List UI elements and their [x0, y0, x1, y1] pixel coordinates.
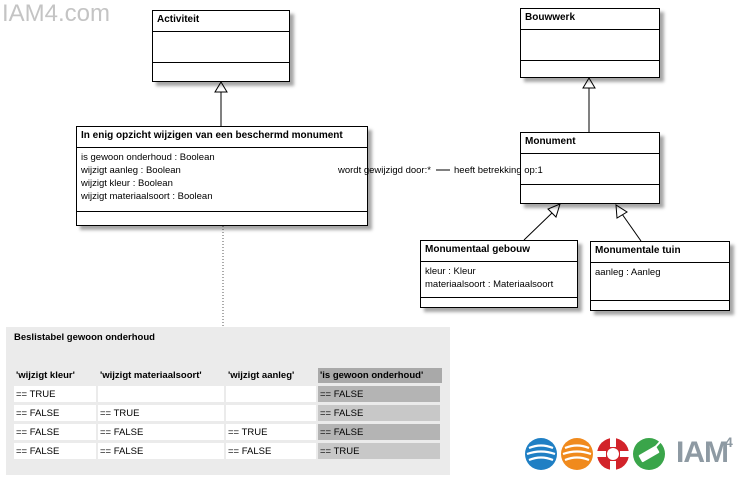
class-bouwwerk-attributes: [521, 30, 659, 61]
table-cell: == TRUE: [14, 386, 98, 402]
attribute: kleur : Kleur: [425, 266, 476, 277]
generalization-arrowhead: [214, 81, 228, 93]
table-row: == FALSE == FALSE == FALSE == TRUE: [14, 443, 442, 459]
generalization-arrowhead: [582, 77, 596, 89]
generalization-tuin-monument: [621, 213, 642, 242]
class-monument-attributes: [521, 154, 659, 185]
watermark: IAM4.com: [2, 0, 111, 27]
attribute: wijzigt materiaalsoort : Boolean: [81, 191, 213, 202]
class-activiteit-attributes: [153, 32, 289, 63]
green-satellite-icon: [633, 438, 665, 470]
table-cell: [226, 386, 318, 402]
table-cell-result: == TRUE: [318, 443, 442, 459]
class-activiteit-name: Activiteit: [153, 11, 289, 32]
generalization-arrowhead: [615, 204, 628, 219]
table-row: == TRUE == FALSE: [14, 386, 442, 402]
table-cell: == FALSE: [14, 405, 98, 421]
logo-icons: [525, 438, 665, 470]
blue-globe-icon: [525, 438, 557, 470]
logo-superscript: 4: [725, 434, 733, 450]
table-cell: == FALSE: [14, 443, 98, 459]
attribute: is gewoon onderhoud : Boolean: [81, 152, 215, 163]
class-tuin-attributes: aanleg : Aanleg: [591, 263, 729, 301]
table-row: == FALSE == FALSE == TRUE == FALSE: [14, 424, 442, 440]
table-cell: == FALSE: [98, 443, 226, 459]
table-row: == FALSE == TRUE == FALSE: [14, 405, 442, 421]
class-gebouw-name: Monumentaal gebouw: [421, 241, 577, 262]
table-header-row: 'wijzigt kleur' 'wijzigt materiaalsoort'…: [14, 368, 442, 383]
table-cell: [226, 405, 318, 421]
red-lifebuoy-icon: [597, 438, 629, 470]
decision-table-panel: Beslistabel gewoon onderhoud 'wijzigt kl…: [6, 327, 450, 475]
logo-text: IAM: [676, 436, 729, 469]
class-tuin-name: Monumentale tuin: [591, 242, 729, 263]
table-cell: == TRUE: [226, 424, 318, 440]
table-cell-result: == FALSE: [318, 424, 442, 440]
table-cell: == FALSE: [14, 424, 98, 440]
generalization-gebouw-monument: [523, 211, 554, 241]
decision-table: 'wijzigt kleur' 'wijzigt materiaalsoort'…: [14, 365, 442, 462]
class-wijzigen-name: In enig opzicht wijzigen van een bescher…: [77, 127, 367, 148]
orange-globe-icon: [561, 438, 593, 470]
column-header: 'wijzigt aanleg': [228, 370, 295, 381]
class-wijzigen-attributes: is gewoon onderhoud : Boolean wijzigt aa…: [77, 148, 367, 212]
class-bouwwerk[interactable]: Bouwwerk: [520, 8, 660, 78]
table-cell: == TRUE: [98, 405, 226, 421]
attribute: materiaalsoort : Materiaalsoort: [425, 279, 554, 290]
table-cell-result: == FALSE: [318, 386, 442, 402]
class-monument[interactable]: Monument: [520, 132, 660, 204]
attribute: wijzigt kleur : Boolean: [81, 178, 173, 189]
decision-table-title: Beslistabel gewoon onderhoud: [14, 332, 155, 343]
column-header: 'wijzigt materiaalsoort': [100, 370, 202, 381]
attribute: wijzigt aanleg : Boolean: [81, 165, 181, 176]
generalization-arrowhead: [547, 203, 561, 218]
class-bouwwerk-name: Bouwwerk: [521, 9, 659, 30]
class-monumentale-tuin[interactable]: Monumentale tuin aanleg : Aanleg: [590, 241, 730, 311]
class-activiteit[interactable]: Activiteit: [152, 10, 290, 82]
table-cell: [98, 386, 226, 402]
table-cell-result: == FALSE: [318, 405, 442, 421]
association-label-left: wordt gewijzigd door:*: [338, 165, 431, 176]
class-monumentaal-gebouw[interactable]: Monumentaal gebouw kleur : Kleur materia…: [420, 240, 578, 308]
class-monument-name: Monument: [521, 133, 659, 154]
attribute: aanleg : Aanleg: [595, 267, 661, 278]
class-wijzigen-monument[interactable]: In enig opzicht wijzigen van een bescher…: [76, 126, 368, 226]
column-header-result: 'is gewoon onderhoud': [318, 368, 442, 383]
association-label-right: heeft betrekking op:1: [454, 165, 543, 176]
class-gebouw-attributes: kleur : Kleur materiaalsoort : Materiaal…: [421, 262, 577, 298]
iam4-logo: IAM 4: [522, 434, 738, 474]
table-cell: == FALSE: [226, 443, 318, 459]
column-header: 'wijzigt kleur': [16, 370, 75, 381]
table-cell: == FALSE: [98, 424, 226, 440]
